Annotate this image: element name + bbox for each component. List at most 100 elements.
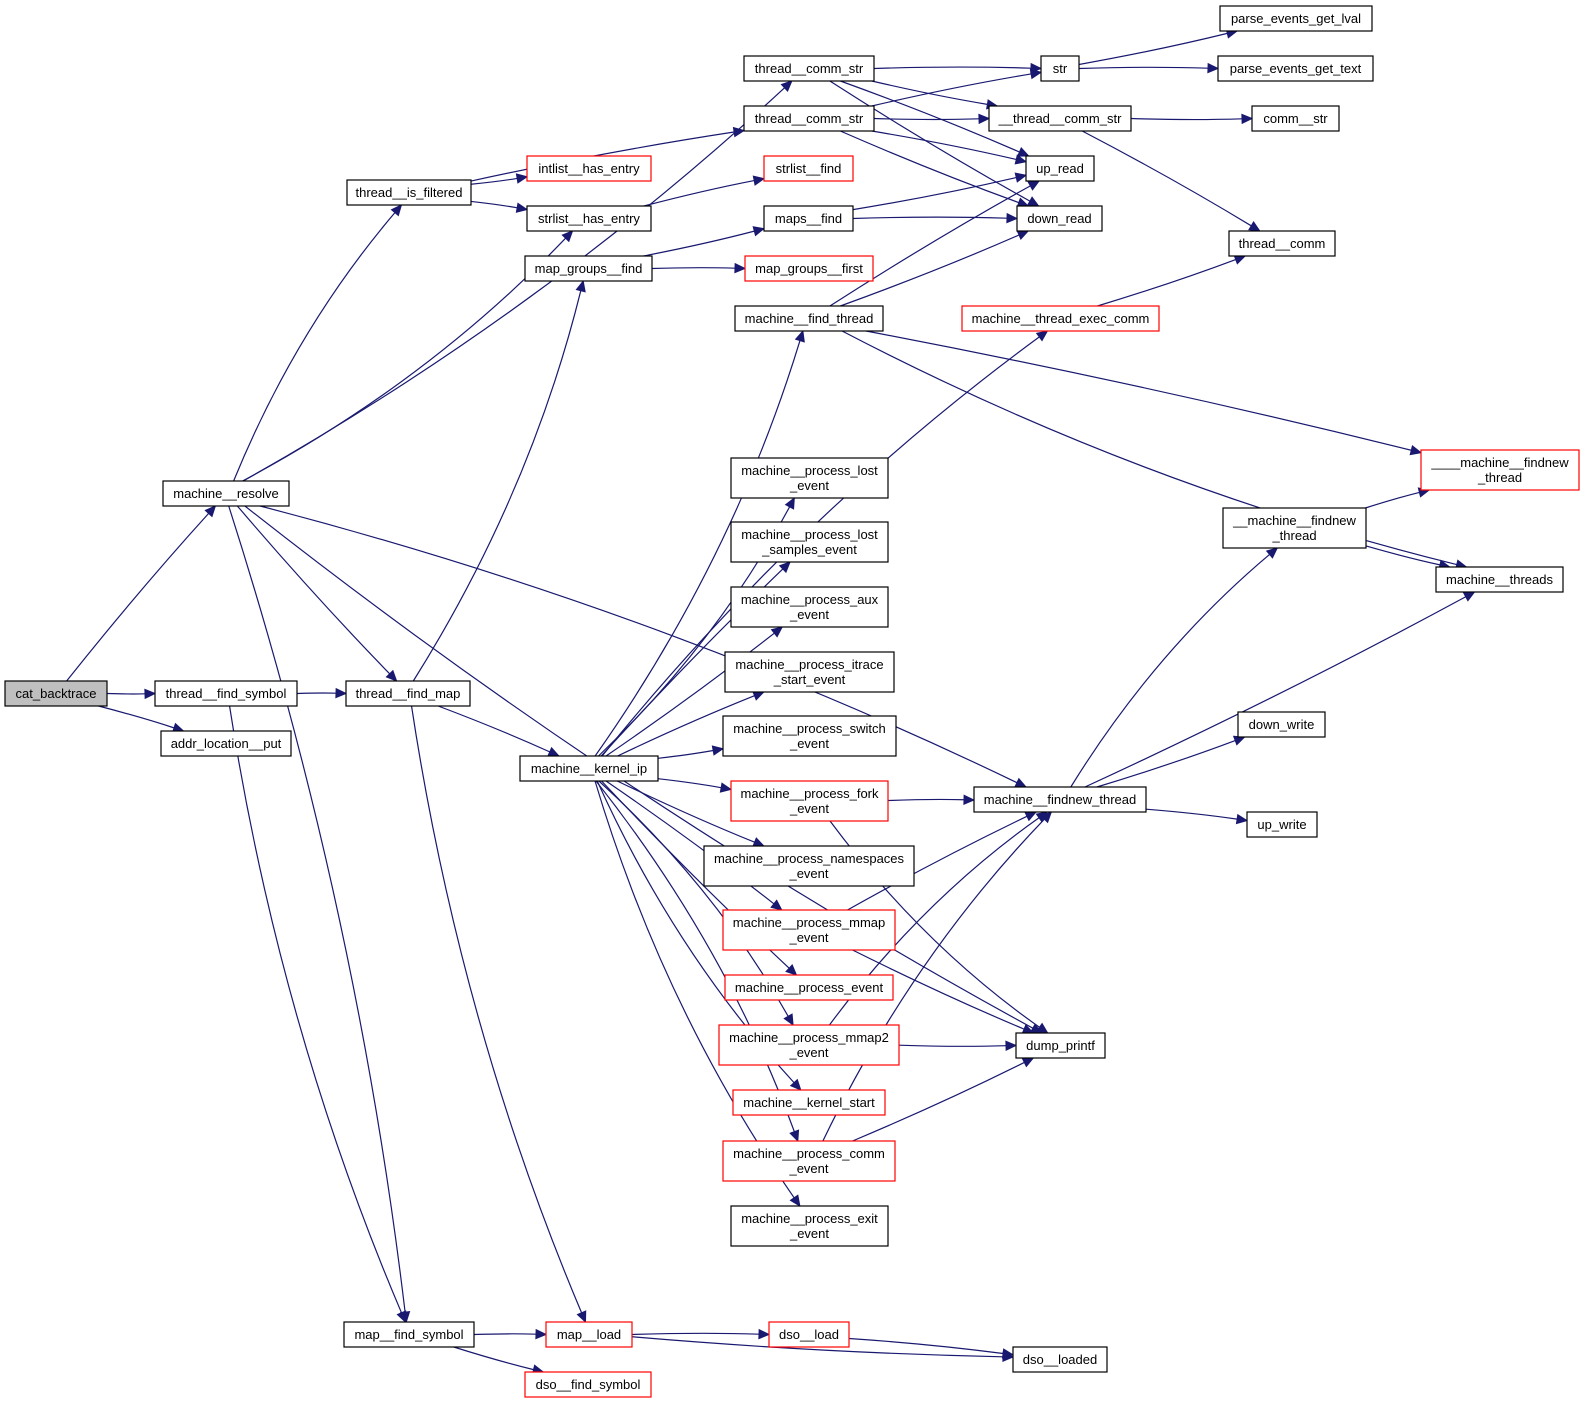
node-map-groups-first[interactable]: map_groups__first	[744, 255, 874, 282]
node-down-write[interactable]: down_write	[1237, 711, 1326, 738]
node-box[interactable]	[1025, 155, 1095, 182]
node-box[interactable]	[346, 179, 472, 206]
node-box[interactable]	[4, 680, 108, 707]
node-machine-process-comm-event[interactable]: machine__process_comm_event	[722, 1140, 896, 1182]
node-thread-comm-str[interactable]: __thread__comm_str	[988, 105, 1132, 132]
node-box[interactable]	[1237, 711, 1326, 738]
node-comm-str[interactable]: comm__str	[1251, 105, 1340, 132]
node-dso-load[interactable]: dso__load	[768, 1321, 850, 1348]
node-addr-location-put[interactable]: addr_location__put	[160, 730, 292, 757]
node-box[interactable]	[722, 1140, 896, 1182]
node-dump-printf[interactable]: dump_printf	[1015, 1032, 1106, 1059]
node-machine-process-event[interactable]: machine__process_event	[724, 974, 894, 1001]
node-machine-process-namespaces-event[interactable]: machine__process_namespaces_event	[703, 845, 915, 887]
node-machine-kernel-ip[interactable]: machine__kernel_ip	[519, 755, 659, 782]
node-box[interactable]	[730, 780, 889, 822]
node-box[interactable]	[722, 715, 897, 757]
node-box[interactable]	[519, 755, 659, 782]
node-box[interactable]	[1016, 205, 1103, 232]
node-box[interactable]	[1219, 5, 1373, 32]
node-box[interactable]	[1040, 55, 1080, 82]
node-machine-process-aux-event[interactable]: machine__process_aux_event	[730, 586, 889, 628]
node-machine-resolve[interactable]: machine__resolve	[162, 480, 290, 507]
node-box[interactable]	[162, 480, 290, 507]
node-machine-process-lost-event[interactable]: machine__process_lost_event	[730, 457, 889, 499]
node-box[interactable]	[743, 105, 875, 132]
node-machine-process-lost-samples-event[interactable]: machine__process_lost_samples_event	[730, 521, 889, 563]
node-strlist-find[interactable]: strlist__find	[763, 155, 854, 182]
node-box[interactable]	[524, 255, 653, 282]
node-thread-comm-str-2[interactable]: thread__comm_str	[743, 105, 875, 132]
node-machine-process-mmap2-event[interactable]: machine__process_mmap2_event	[718, 1024, 900, 1066]
node-box[interactable]	[732, 1089, 886, 1116]
node-machine-findnew-thread[interactable]: machine__findnew_thread	[973, 786, 1147, 813]
node-map-groups-find[interactable]: map_groups__find	[524, 255, 653, 282]
node-box[interactable]	[988, 105, 1132, 132]
node-str[interactable]: str	[1040, 55, 1080, 82]
node-box[interactable]	[703, 845, 915, 887]
node-thread-comm-str-1[interactable]: thread__comm_str	[743, 55, 875, 82]
node-dso-find-symbol[interactable]: dso__find_symbol	[524, 1371, 652, 1398]
node-box[interactable]	[730, 521, 889, 563]
node-machine-process-itrace-start-event[interactable]: machine__process_itrace_start_event	[724, 651, 895, 693]
node-box[interactable]	[1012, 1346, 1108, 1373]
node-cat-backtrace[interactable]: cat_backtrace	[4, 680, 108, 707]
node-box[interactable]	[526, 205, 652, 232]
node-dso-loaded[interactable]: dso__loaded	[1012, 1346, 1108, 1373]
node-box[interactable]	[1222, 507, 1367, 549]
node-box[interactable]	[973, 786, 1147, 813]
node-box[interactable]	[768, 1321, 850, 1348]
node-box[interactable]	[1420, 449, 1580, 491]
node-box[interactable]	[154, 680, 298, 707]
node-map-load[interactable]: map__load	[545, 1321, 633, 1348]
node-box[interactable]	[763, 205, 854, 232]
node-thread-find-symbol[interactable]: thread__find_symbol	[154, 680, 298, 707]
node-box[interactable]	[1246, 811, 1318, 838]
node-box[interactable]	[763, 155, 854, 182]
node-machine-kernel-start[interactable]: machine__kernel_start	[732, 1089, 886, 1116]
node-up-read[interactable]: up_read	[1025, 155, 1095, 182]
node-box[interactable]	[1015, 1032, 1106, 1059]
node-box[interactable]	[524, 1371, 652, 1398]
node-box[interactable]	[526, 155, 652, 182]
node-machine-find-thread[interactable]: machine__find_thread	[734, 305, 884, 332]
node-box[interactable]	[743, 55, 875, 82]
node-machine-thread-exec-comm[interactable]: machine__thread_exec_comm	[961, 305, 1160, 332]
node-box[interactable]	[160, 730, 292, 757]
node-box[interactable]	[724, 651, 895, 693]
node-parse-events-get-lval[interactable]: parse_events_get_lval	[1219, 5, 1373, 32]
node-machine-process-mmap-event[interactable]: machine__process_mmap_event	[722, 909, 896, 951]
node-map-find-symbol[interactable]: map__find_symbol	[343, 1321, 475, 1348]
node-down-read[interactable]: down_read	[1016, 205, 1103, 232]
node-thread-find-map[interactable]: thread__find_map	[345, 680, 471, 707]
node-strlist-has-entry[interactable]: strlist__has_entry	[526, 205, 652, 232]
node-box[interactable]	[744, 255, 874, 282]
node-box[interactable]	[343, 1321, 475, 1348]
node-up-write[interactable]: up_write	[1246, 811, 1318, 838]
node-machine-process-fork-event[interactable]: machine__process_fork_event	[730, 780, 889, 822]
node-intlist-has-entry[interactable]: intlist__has_entry	[526, 155, 652, 182]
node-thread-is-filtered[interactable]: thread__is_filtered	[346, 179, 472, 206]
node-box[interactable]	[1217, 55, 1374, 82]
node-thread-comm[interactable]: thread__comm	[1228, 230, 1336, 257]
node-box[interactable]	[345, 680, 471, 707]
node-box[interactable]	[718, 1024, 900, 1066]
node-maps-find[interactable]: maps__find	[763, 205, 854, 232]
node-box[interactable]	[1228, 230, 1336, 257]
node-box[interactable]	[1435, 566, 1564, 593]
node-box[interactable]	[722, 909, 896, 951]
node-machine-threads[interactable]: machine__threads	[1435, 566, 1564, 593]
node-box[interactable]	[730, 1205, 889, 1247]
node-parse-events-get-text[interactable]: parse_events_get_text	[1217, 55, 1374, 82]
node-box[interactable]	[730, 457, 889, 499]
node-box[interactable]	[545, 1321, 633, 1348]
node-machine-process-switch-event[interactable]: machine__process_switch_event	[722, 715, 897, 757]
node-machine-process-exit-event[interactable]: machine__process_exit_event	[730, 1205, 889, 1247]
node-box[interactable]	[734, 305, 884, 332]
node-machine-findnew-thread[interactable]: ____machine__findnew_thread	[1420, 449, 1580, 491]
node-box[interactable]	[724, 974, 894, 1001]
node-box[interactable]	[1251, 105, 1340, 132]
node-box[interactable]	[730, 586, 889, 628]
node-box[interactable]	[961, 305, 1160, 332]
node-machine-findnew-thread[interactable]: __machine__findnew_thread	[1222, 507, 1367, 549]
